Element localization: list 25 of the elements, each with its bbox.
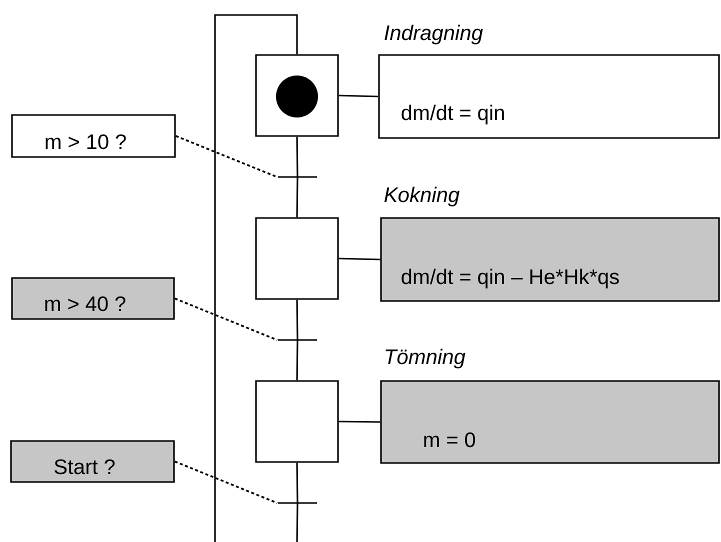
step-box [255,54,339,137]
connector-line [338,420,380,423]
loop-line [214,14,298,542]
connector-line [296,300,298,340]
step-name: Tömning [386,348,466,368]
action-box: dm/dt = qin [378,54,720,139]
connector-line [296,503,298,542]
connector-line [296,340,298,380]
step-name: Indragning [384,24,483,44]
step-box [255,217,339,300]
connector-line [338,94,378,98]
leader-line [174,460,278,504]
action-box: dm/dt = qin – He*Hk*qs [380,217,720,302]
connector-line [296,462,298,504]
connector-line [296,136,298,178]
leader-line [175,135,278,178]
connector-line [296,177,298,218]
connector-line [338,258,380,260]
leader-line [174,298,278,341]
action-box: m = 0 [380,380,720,464]
condition-box: m > 10 ? [11,114,176,158]
condition-box: Start ? [10,440,175,483]
step-name: Kokning [384,186,460,206]
step-box [255,380,339,463]
condition-box: m > 40 ? [11,277,175,320]
